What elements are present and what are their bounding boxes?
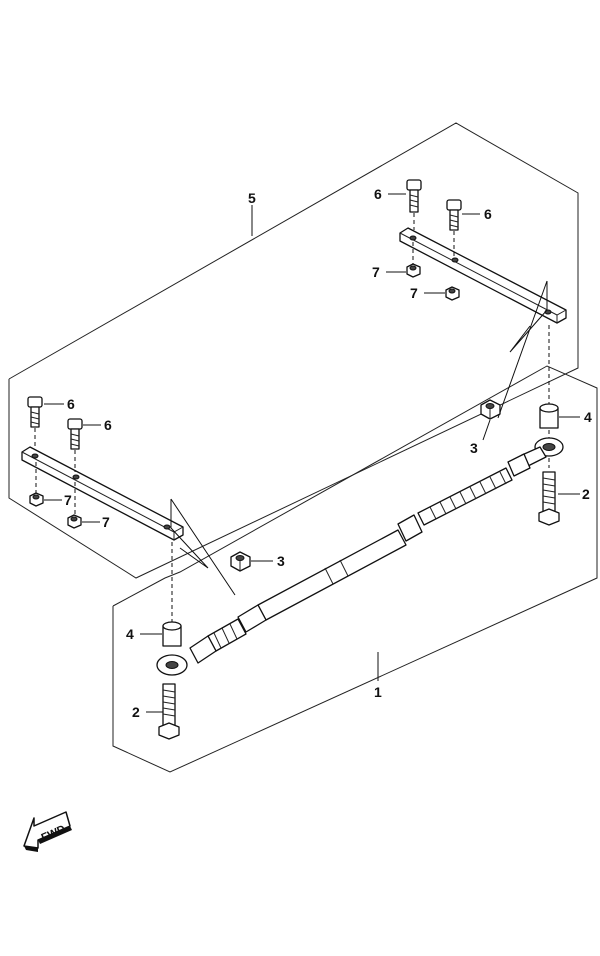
spacer-left <box>162 542 182 647</box>
bolt-left-2 <box>67 418 83 472</box>
callout-6-d: 6 <box>104 417 112 433</box>
bracket-plate-left <box>21 446 184 541</box>
locknut-right <box>480 399 501 420</box>
bolt-tie-left <box>158 683 180 740</box>
bracket-kit-outline <box>8 122 579 579</box>
callout-7-c: 7 <box>64 492 72 508</box>
nut-right-2 <box>445 286 460 301</box>
tie-bar-outline <box>112 365 598 773</box>
bolt-tie-right <box>538 471 560 526</box>
callout-3-left: 3 <box>277 553 285 569</box>
callout-6-c: 6 <box>67 396 75 412</box>
nut-left-1 <box>29 462 44 507</box>
bracket-plate-right <box>399 227 567 324</box>
tie-bar <box>156 437 564 676</box>
bolt-left-1 <box>27 396 43 450</box>
callouts: 1 2 2 3 3 4 4 5 6 6 6 6 7 7 7 7 <box>64 186 592 720</box>
callout-5: 5 <box>248 190 256 206</box>
callout-6-a: 6 <box>374 186 382 202</box>
callout-6-b: 6 <box>484 206 492 222</box>
nut-right-1 <box>406 242 421 278</box>
locknut-left <box>230 551 251 572</box>
bolt-right-1 <box>406 179 422 230</box>
callout-7-d: 7 <box>102 514 110 530</box>
nut-left-2 <box>67 482 82 529</box>
callout-2-left: 2 <box>132 704 140 720</box>
callout-3-right: 3 <box>470 440 478 456</box>
fwd-arrow-icon: FWD <box>23 811 72 852</box>
callout-1: 1 <box>374 684 382 700</box>
callout-4-right: 4 <box>584 409 592 425</box>
bolt-right-2 <box>446 199 462 256</box>
callout-7-b: 7 <box>410 285 418 301</box>
guide-lines <box>170 280 548 596</box>
leader-lines <box>44 193 580 713</box>
callout-2-right: 2 <box>582 486 590 502</box>
callout-4-left: 4 <box>126 626 134 642</box>
callout-7-a: 7 <box>372 264 380 280</box>
spacer-right <box>539 325 559 468</box>
